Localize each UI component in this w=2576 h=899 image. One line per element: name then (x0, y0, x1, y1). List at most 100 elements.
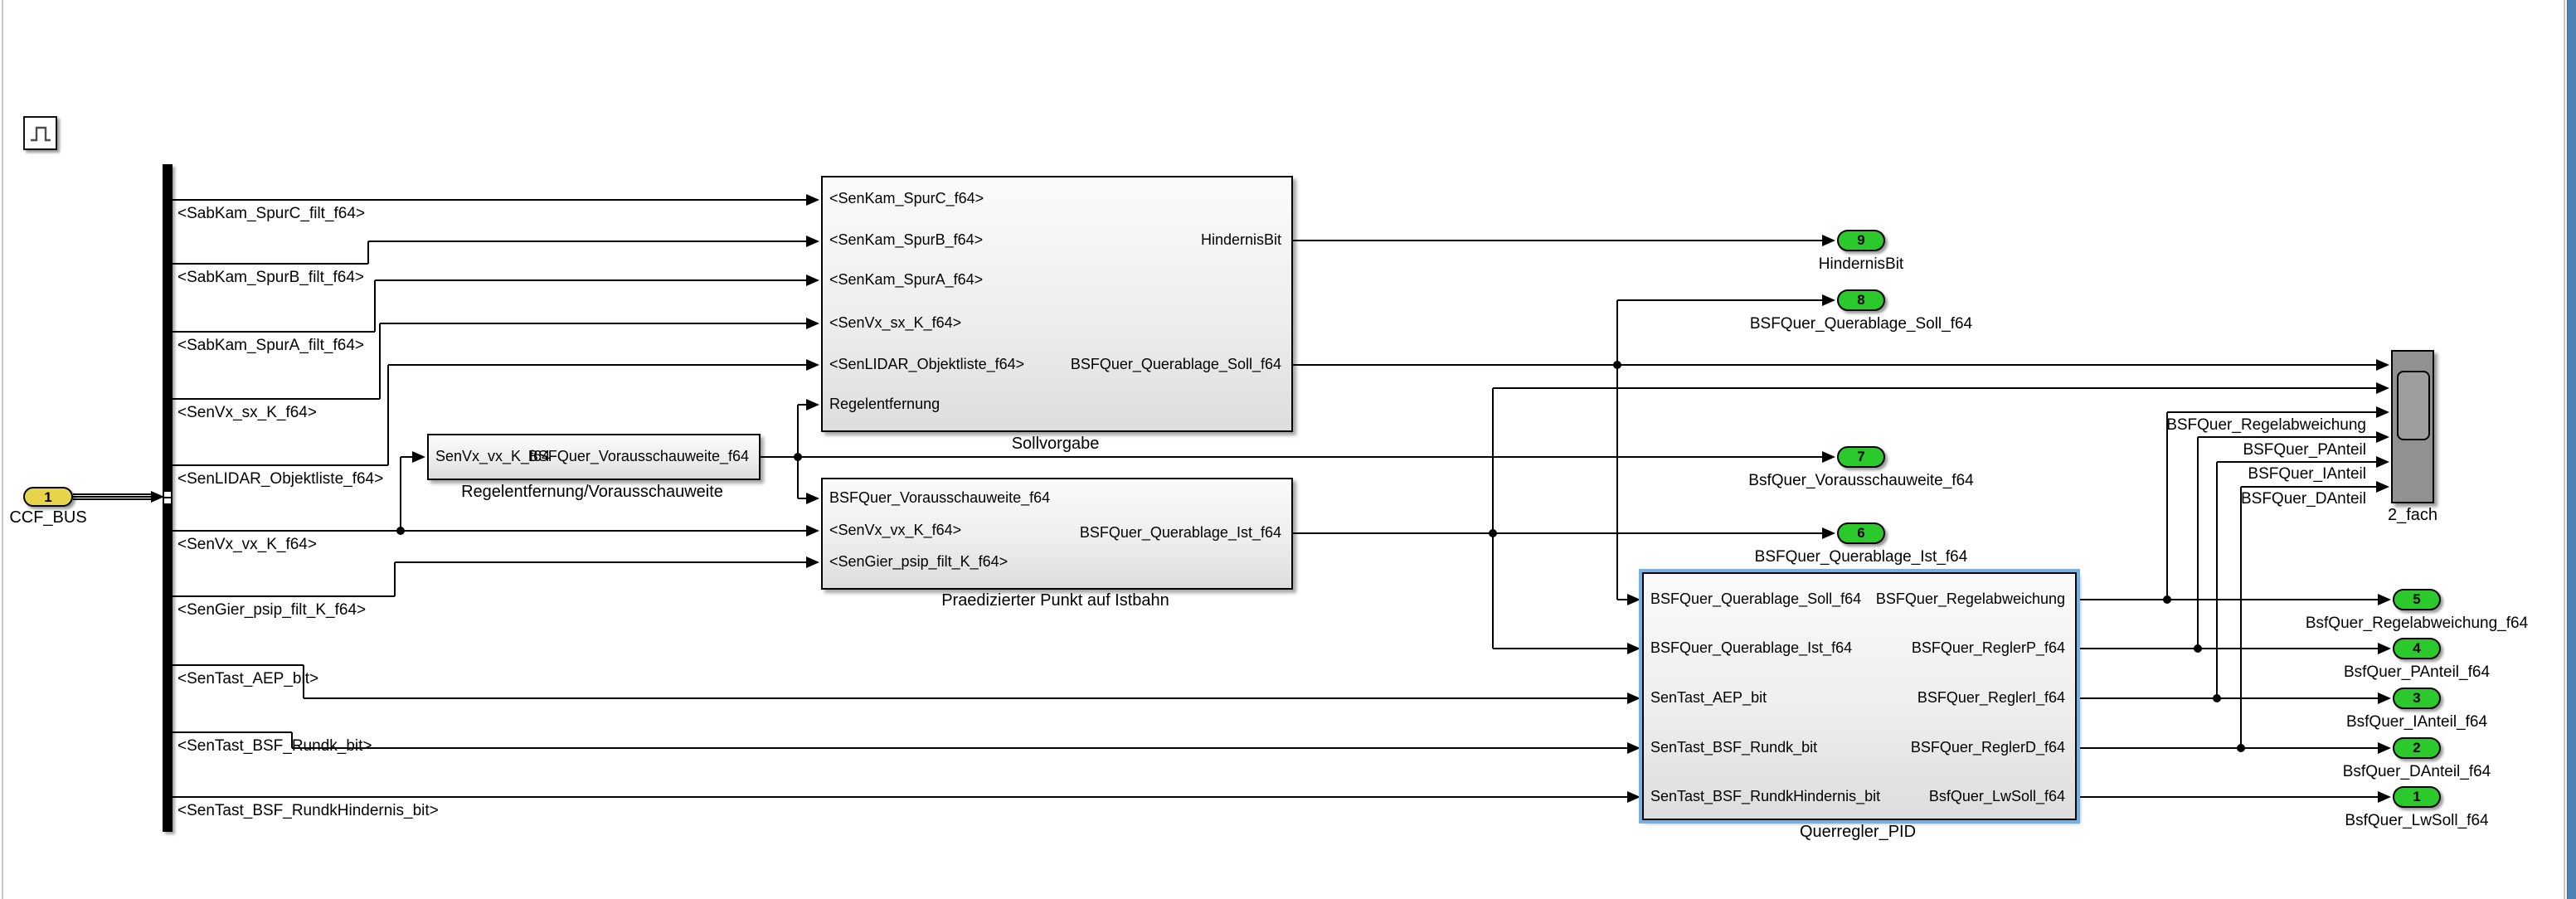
wire-segment[interactable] (2216, 462, 2218, 698)
wire-segment[interactable] (1493, 387, 2376, 389)
wire-arrow-icon (2376, 456, 2389, 468)
junction-dot (794, 453, 802, 461)
wire-segment[interactable] (173, 595, 395, 597)
wire-segment[interactable] (387, 365, 389, 465)
wire-segment[interactable] (400, 457, 401, 531)
block-input-port-label: BSFQuer_Querablage_Ist_f64 (1650, 639, 1853, 656)
wire-arrow-icon (2378, 791, 2391, 803)
block-output-port-label: BsfQuer_LwSoll_f64 (1928, 788, 2065, 804)
outport-3[interactable]: 3 (2393, 688, 2441, 709)
wire-segment[interactable] (292, 747, 1627, 749)
wire-arrow-icon (412, 451, 425, 463)
wire-segment[interactable] (2073, 796, 2378, 798)
wire-segment[interactable] (1290, 240, 1822, 241)
wire-arrow-icon (1627, 692, 1640, 704)
inport-label: CCF_BUS (9, 508, 87, 527)
block-sollvorgabe[interactable] (821, 176, 1293, 432)
wire-segment[interactable] (379, 323, 381, 399)
wire-segment[interactable] (1290, 364, 2376, 366)
wire-segment[interactable] (173, 464, 388, 466)
outport-5[interactable]: 5 (2393, 589, 2441, 610)
pulse-generator-block[interactable] (23, 116, 57, 150)
block-praedizierter-punkt-auf-istbahn[interactable] (821, 478, 1293, 590)
wire-segment[interactable] (2166, 412, 2168, 600)
wire-segment[interactable] (303, 665, 304, 698)
wire-segment[interactable] (2241, 486, 2376, 488)
wire-segment[interactable] (173, 796, 1627, 798)
outport-6[interactable]: 6 (1837, 522, 1885, 544)
outport-1[interactable]: 1 (2393, 786, 2441, 808)
outport-8[interactable]: 8 (1837, 289, 1885, 311)
signal-label: <SabKam_SpurC_filt_f64> (177, 205, 366, 222)
block-name-label: Regelentfernung/Vorausschauweite (461, 483, 723, 501)
wire-segment[interactable] (798, 404, 806, 406)
wire-segment[interactable] (304, 697, 1627, 699)
outport-2[interactable]: 2 (2393, 737, 2441, 759)
wire-segment[interactable] (2240, 487, 2242, 748)
signal-label: <SenTast_BSF_RundkHindernis_bit> (177, 802, 439, 819)
wire-segment[interactable] (173, 263, 368, 265)
wire-segment[interactable] (1493, 648, 1627, 649)
wire-segment[interactable] (173, 331, 375, 333)
wire-segment[interactable] (798, 498, 806, 499)
junction-dot (1613, 361, 1621, 369)
wire-segment[interactable] (291, 732, 293, 748)
wire-segment[interactable] (388, 364, 806, 366)
wire-segment[interactable] (2073, 697, 2378, 699)
wire-segment[interactable] (797, 457, 799, 498)
wire-segment[interactable] (1492, 388, 1494, 533)
outport-7[interactable]: 7 (1837, 446, 1885, 468)
wire-segment[interactable] (1616, 365, 1618, 600)
wire-segment[interactable] (394, 562, 396, 596)
wire-segment[interactable] (797, 405, 799, 457)
wire-segment[interactable] (2073, 648, 2378, 649)
wire-segment[interactable] (2167, 411, 2376, 413)
window-edge-highlight (2567, 0, 2576, 899)
inport-1[interactable]: 1 (23, 487, 73, 507)
outport-9[interactable]: 9 (1837, 230, 1885, 251)
wire-segment[interactable] (2198, 436, 2376, 438)
outport-4[interactable]: 4 (2393, 638, 2441, 659)
wire-segment[interactable] (757, 456, 1822, 458)
block-name-label: Praedizierter Punkt auf Istbahn (941, 591, 1169, 610)
block-querregler-pid[interactable] (1639, 569, 2080, 824)
block-input-port-label: SenVx_vx_K_f64 (435, 448, 551, 464)
wire-arrow-icon (806, 493, 819, 504)
outport-label: BsfQuer_IAnteil_f64 (2345, 713, 2488, 731)
wire-segment[interactable] (380, 323, 806, 324)
wire-segment[interactable] (173, 199, 806, 201)
wire-segment[interactable] (1290, 532, 1822, 534)
wire-segment[interactable] (367, 241, 369, 264)
wire-segment[interactable] (395, 561, 806, 563)
block-regelentfernung-vorausschauweite[interactable] (427, 434, 761, 480)
wire-segment[interactable] (2073, 747, 2378, 749)
wire-segment[interactable] (2217, 461, 2376, 463)
wire-arrow-icon (1822, 235, 1835, 246)
outport-label: BsfQuer_Regelabweichung_f64 (2305, 615, 2529, 632)
wire-segment[interactable] (1617, 599, 1627, 600)
wire-arrow-icon (151, 491, 164, 503)
wire-segment[interactable] (375, 279, 806, 281)
outport-label: BsfQuer_PAnteil_f64 (2343, 663, 2491, 681)
wire-segment[interactable] (1492, 533, 1494, 649)
wire-segment[interactable] (368, 241, 806, 242)
wire-segment[interactable] (173, 398, 380, 400)
bus-selector-block[interactable] (163, 164, 173, 832)
wire-segment[interactable] (173, 731, 292, 733)
wire-segment[interactable] (374, 280, 376, 332)
wire-segment[interactable] (2197, 437, 2199, 649)
wire-segment[interactable] (173, 530, 806, 532)
block-input-port-label: BSFQuer_Vorausschauweite_f64 (829, 489, 1051, 506)
wire-segment[interactable] (2073, 599, 2378, 600)
wire-segment[interactable] (1616, 300, 1618, 365)
wire-segment[interactable] (401, 456, 412, 458)
wire-arrow-icon (1627, 643, 1640, 654)
bus-wire-segment[interactable] (73, 493, 151, 500)
outport-label: BsfQuer_Vorausschauweite_f64 (1748, 472, 1974, 489)
wire-segment[interactable] (1617, 299, 1822, 301)
block-input-port-label: SenTast_AEP_bit (1650, 689, 1767, 706)
block-output-port-label: BSFQuer_Querablage_Ist_f64 (1079, 524, 1281, 541)
wire-segment[interactable] (173, 664, 304, 666)
wire-arrow-icon (1627, 742, 1640, 754)
block-output-port-label: BSFQuer_Vorausschauweite_f64 (527, 448, 749, 464)
